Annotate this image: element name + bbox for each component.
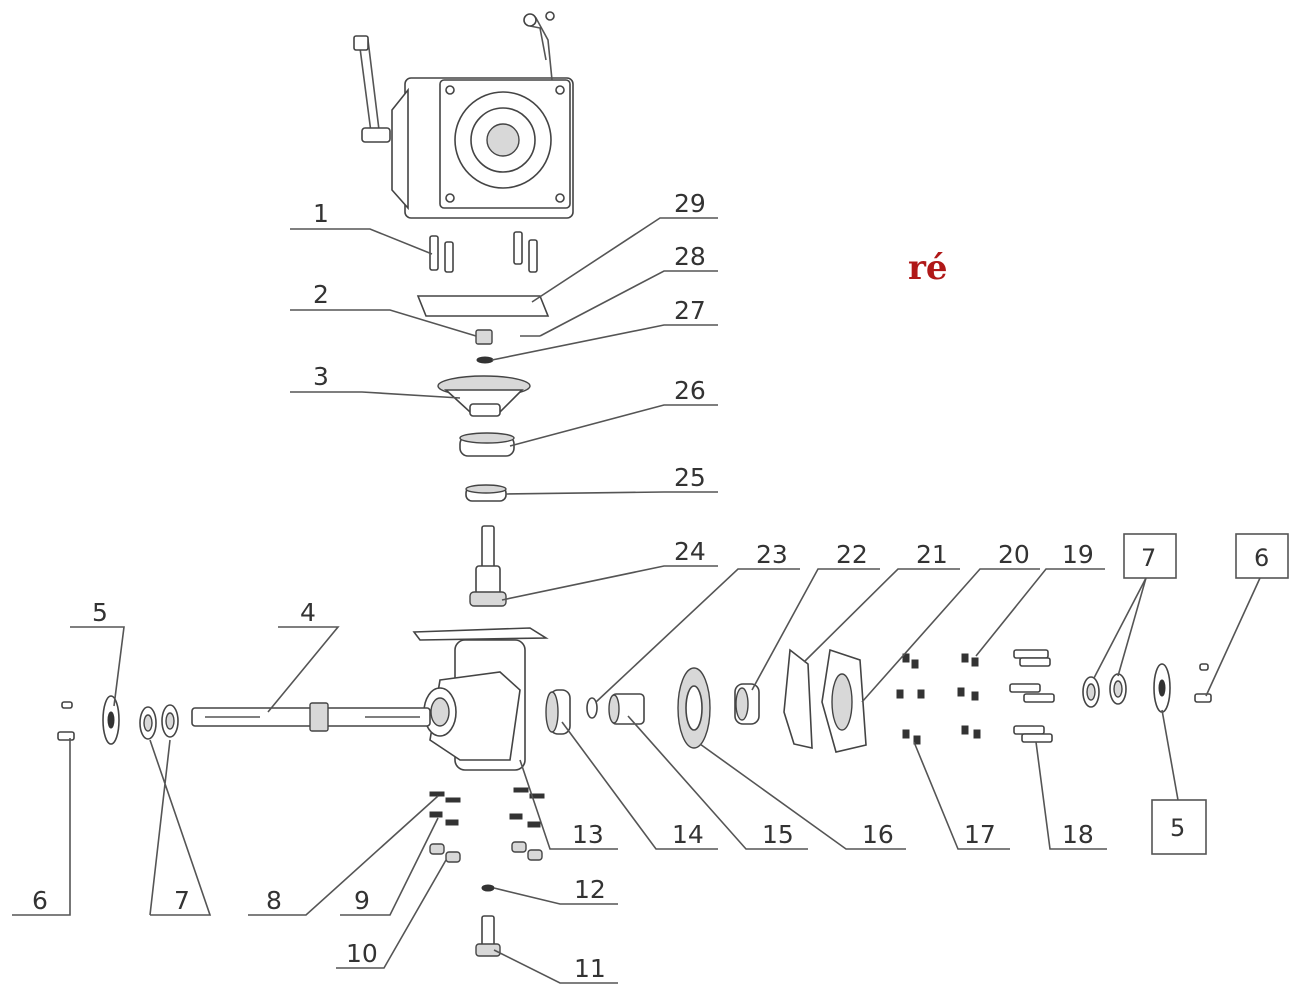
label-15: 15 — [762, 820, 794, 849]
washer-12 — [481, 884, 495, 892]
bolts-18 — [1009, 649, 1055, 743]
label-24: 24 — [674, 537, 706, 566]
label-13: 13 — [572, 820, 604, 849]
gearbox-housing — [353, 11, 574, 219]
washer-27 — [476, 356, 494, 364]
label-10: 10 — [346, 939, 378, 968]
label-3: 3 — [313, 362, 329, 391]
boxed-label-5: 5 — [1170, 814, 1185, 842]
label-28: 28 — [674, 242, 706, 271]
bearing-26 — [459, 432, 515, 457]
leader-lines — [12, 217, 1261, 984]
cap-5-right — [1153, 663, 1171, 713]
label-23: 23 — [756, 540, 788, 569]
label-2: 2 — [313, 280, 329, 309]
label-1: 1 — [313, 199, 329, 228]
bearings-7-right — [1082, 673, 1127, 708]
studs-group — [429, 231, 538, 273]
label-18: 18 — [1062, 820, 1094, 849]
washers-9 — [429, 811, 541, 828]
boxed-labels: 7 6 5 — [1123, 533, 1289, 855]
label-26: 26 — [674, 376, 706, 405]
sleeve-15 — [608, 693, 645, 725]
label-12: 12 — [574, 875, 606, 904]
washer-23 — [586, 697, 598, 719]
pinion-shaft-24 — [469, 525, 507, 607]
label-20: 20 — [998, 540, 1030, 569]
label-6-left: 6 — [32, 886, 48, 915]
nut-2 — [475, 329, 493, 345]
bolts-6-right — [1194, 663, 1212, 703]
label-27: 27 — [674, 296, 706, 325]
label-21: 21 — [916, 540, 948, 569]
callout-labels: 1 2 3 29 28 27 26 25 24 23 22 21 20 19 5… — [32, 189, 1094, 983]
nuts-10 — [429, 841, 543, 863]
bearings-7-left — [139, 704, 179, 740]
dowels-17 — [896, 653, 925, 745]
bolts-6-left — [57, 701, 75, 741]
lower-housing-13 — [412, 627, 549, 771]
cover-20 — [821, 648, 867, 753]
label-8: 8 — [266, 886, 282, 915]
gasket-21 — [783, 648, 813, 750]
label-7-left: 7 — [174, 886, 190, 915]
bolt-11 — [475, 915, 501, 957]
label-29: 29 — [674, 189, 706, 218]
label-9: 9 — [354, 886, 370, 915]
label-16: 16 — [862, 820, 894, 849]
gasket-29 — [416, 295, 550, 317]
ring-25 — [465, 484, 507, 502]
boxed-label-6: 6 — [1254, 544, 1269, 572]
label-22: 22 — [836, 540, 868, 569]
label-11: 11 — [574, 954, 606, 983]
page-label: ré — [908, 248, 948, 288]
boxed-label-7: 7 — [1141, 544, 1156, 572]
label-17: 17 — [964, 820, 996, 849]
dowels-19 — [957, 653, 981, 739]
axle-shaft-4 — [191, 702, 431, 732]
label-4: 4 — [300, 598, 316, 627]
dowels-8 — [429, 787, 545, 803]
label-25: 25 — [674, 463, 706, 492]
label-19: 19 — [1062, 540, 1094, 569]
label-5-left: 5 — [92, 598, 108, 627]
cap-5-left — [102, 695, 120, 745]
label-14: 14 — [672, 820, 704, 849]
bevel-gear-3 — [437, 375, 531, 417]
gear-16 — [677, 667, 711, 749]
bearing-22 — [734, 683, 760, 725]
seal-14 — [545, 689, 571, 735]
